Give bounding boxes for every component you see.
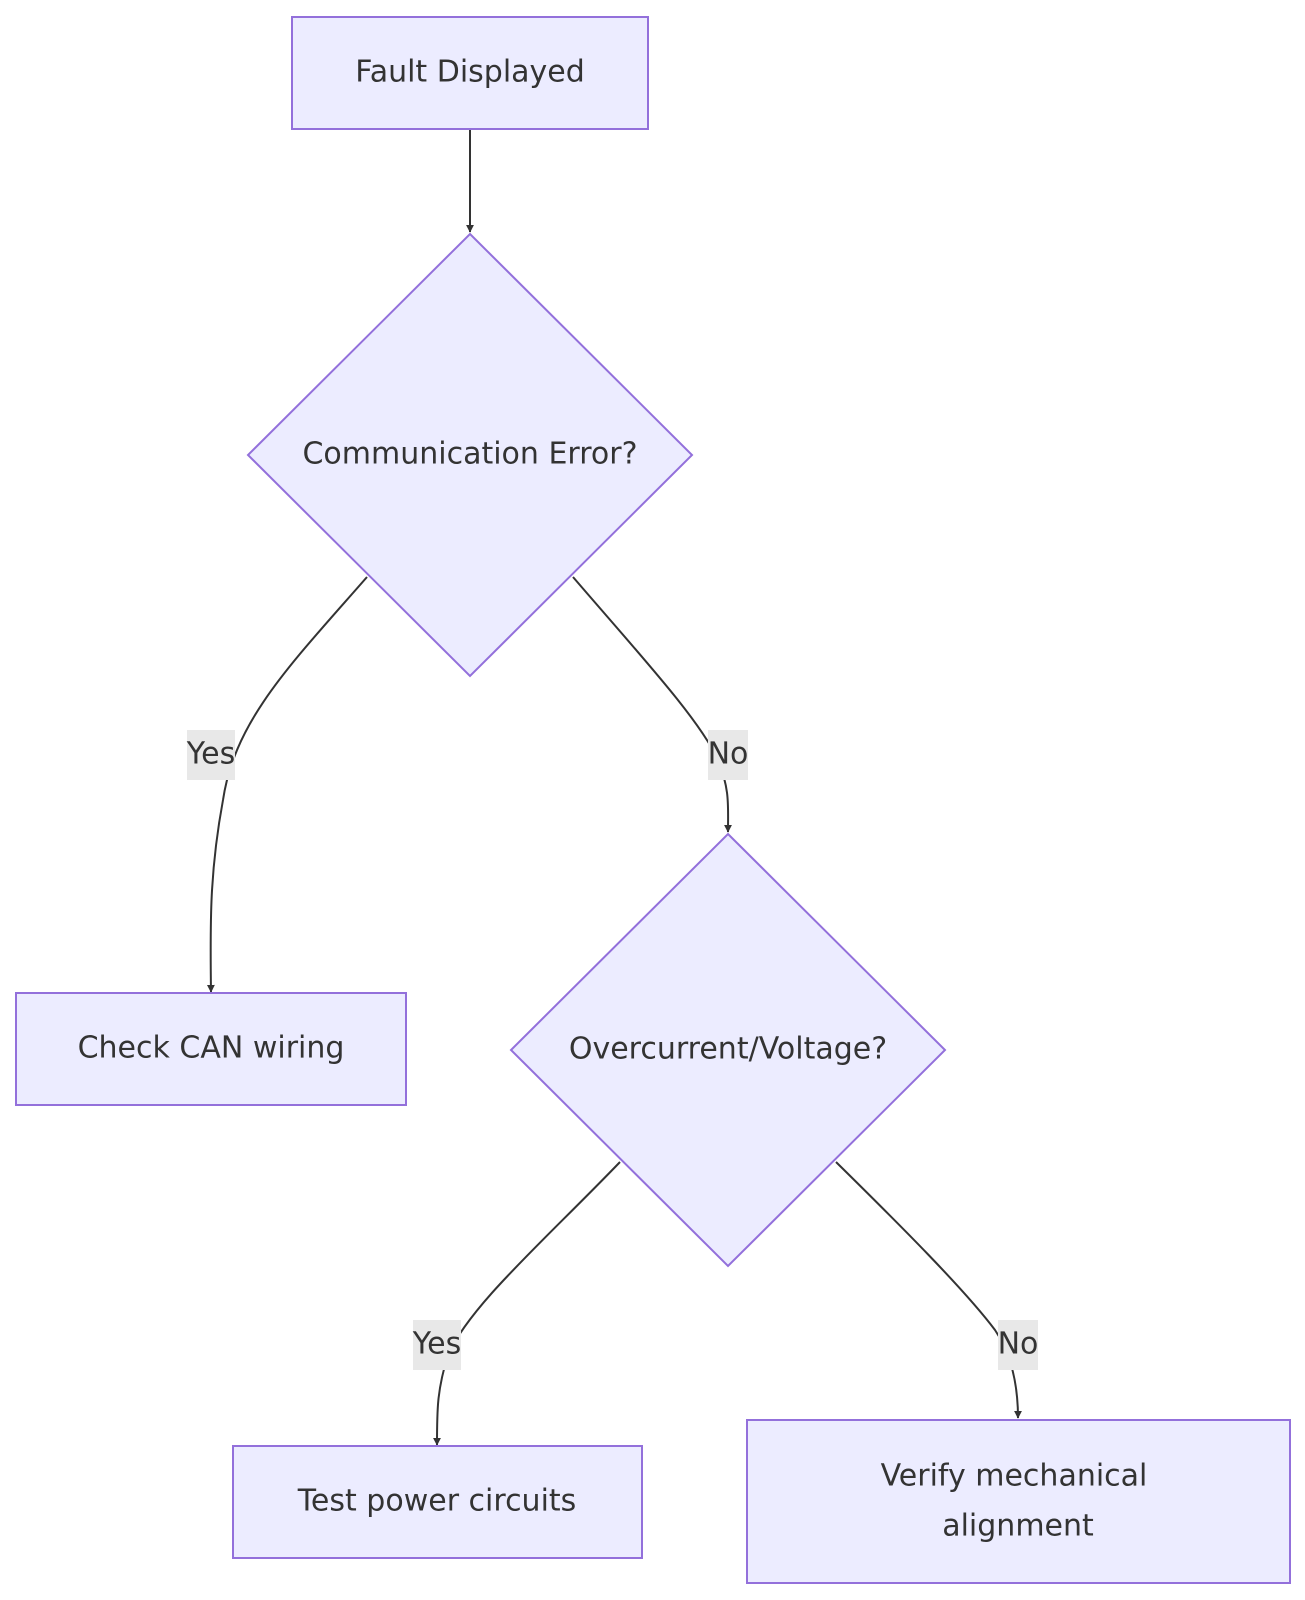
edge-ocv-to-power	[433, 1161, 621, 1446]
edge-ocv-to-mech	[835, 1161, 1022, 1419]
svg-text:Yes: Yes	[412, 1327, 461, 1362]
svg-text:No: No	[998, 1327, 1039, 1362]
svg-text:Fault Displayed: Fault Displayed	[355, 55, 585, 90]
node-fault-displayed: Fault Displayed	[291, 16, 649, 130]
svg-text:Overcurrent/Voltage?: Overcurrent/Voltage?	[569, 1032, 887, 1067]
edge-label-comm-no: No	[708, 730, 749, 780]
svg-text:Check CAN wiring: Check CAN wiring	[78, 1031, 345, 1066]
svg-text:Verify mechanical: Verify mechanical	[881, 1459, 1148, 1494]
edge-comm-to-ocv	[572, 576, 733, 833]
node-communication-error-decision: Communication Error?	[246, 232, 694, 678]
svg-text:Test power circuits: Test power circuits	[297, 1484, 577, 1519]
svg-text:No: No	[708, 737, 749, 772]
edge-comm-to-can	[206, 576, 368, 993]
node-test-power-circuits: Test power circuits	[232, 1445, 643, 1559]
edge-label-comm-yes: Yes	[186, 730, 235, 780]
svg-text:Yes: Yes	[186, 737, 235, 772]
edge-label-ocv-no: No	[998, 1320, 1039, 1370]
edge-label-ocv-yes: Yes	[412, 1320, 461, 1370]
node-overcurrent-voltage-decision: Overcurrent/Voltage?	[509, 832, 947, 1268]
svg-text:alignment: alignment	[942, 1509, 1094, 1544]
svg-text:Communication Error?: Communication Error?	[302, 437, 637, 472]
node-check-can-wiring: Check CAN wiring	[15, 992, 407, 1106]
node-verify-mechanical-alignment: Verify mechanical alignment	[746, 1419, 1291, 1584]
